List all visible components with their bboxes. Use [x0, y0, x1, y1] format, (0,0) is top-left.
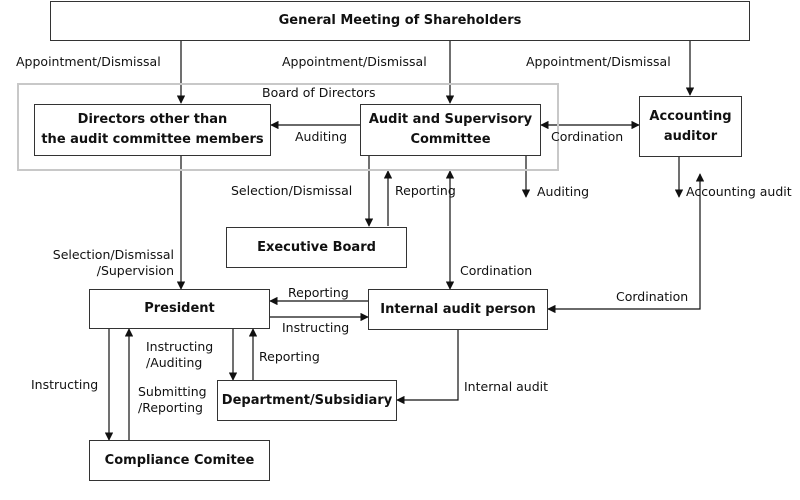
- label-instructing-compliance: Instructing: [31, 377, 99, 392]
- label-auditing-down: Auditing: [537, 184, 590, 199]
- label-internal-audit-dept: Internal audit: [464, 379, 549, 394]
- label-selection-exec: Selection/Dismissal: [231, 183, 353, 198]
- arrow-internal-audit-dept: [396, 329, 459, 405]
- label-appoint-committee: Appointment/Dismissal: [282, 54, 427, 69]
- shareholders-box: General Meeting of Shareholders: [50, 1, 750, 41]
- label-reporting-dept: Reporting: [259, 349, 320, 364]
- directors-box: Directors other than the audit committee…: [34, 104, 271, 156]
- compliance-box: Compliance Comitee: [89, 440, 270, 481]
- board-of-directors-label: Board of Directors: [262, 85, 376, 100]
- label-cordination-internal: Cordination: [460, 263, 533, 278]
- president-box: President: [89, 289, 270, 329]
- internal-audit-box: Internal audit person: [368, 289, 548, 330]
- label-auditing-directors: Auditing: [295, 129, 348, 144]
- label-appoint-directors: Appointment/Dismissal: [16, 54, 161, 69]
- label-appoint-auditor: Appointment/Dismissal: [526, 54, 671, 69]
- department-box: Department/Subsidiary: [217, 380, 397, 421]
- label-selection-president: Selection/Dismissal /Supervision: [52, 247, 174, 278]
- label-submitting-reporting: Submitting /Reporting: [138, 384, 207, 415]
- label-reporting-exec: Reporting: [395, 183, 456, 198]
- executive-board-box: Executive Board: [226, 227, 407, 268]
- label-cordination-internal-auditor: Cordination: [616, 289, 689, 304]
- label-reporting-president: Reporting: [288, 285, 349, 300]
- audit-committee-box: Audit and Supervisory Committee: [360, 104, 541, 156]
- accounting-auditor-box: Accounting auditor: [639, 96, 742, 157]
- label-cordination-auditor: Cordination: [551, 129, 624, 144]
- label-accounting-audit: Accounting audit: [686, 184, 792, 199]
- label-instructing-internal: Instructing: [282, 320, 350, 335]
- board-of-directors-group: [17, 83, 559, 171]
- arrow-cordination-internal-auditor: [547, 173, 705, 314]
- label-instructing-auditing: Instructing /Auditing: [146, 339, 214, 370]
